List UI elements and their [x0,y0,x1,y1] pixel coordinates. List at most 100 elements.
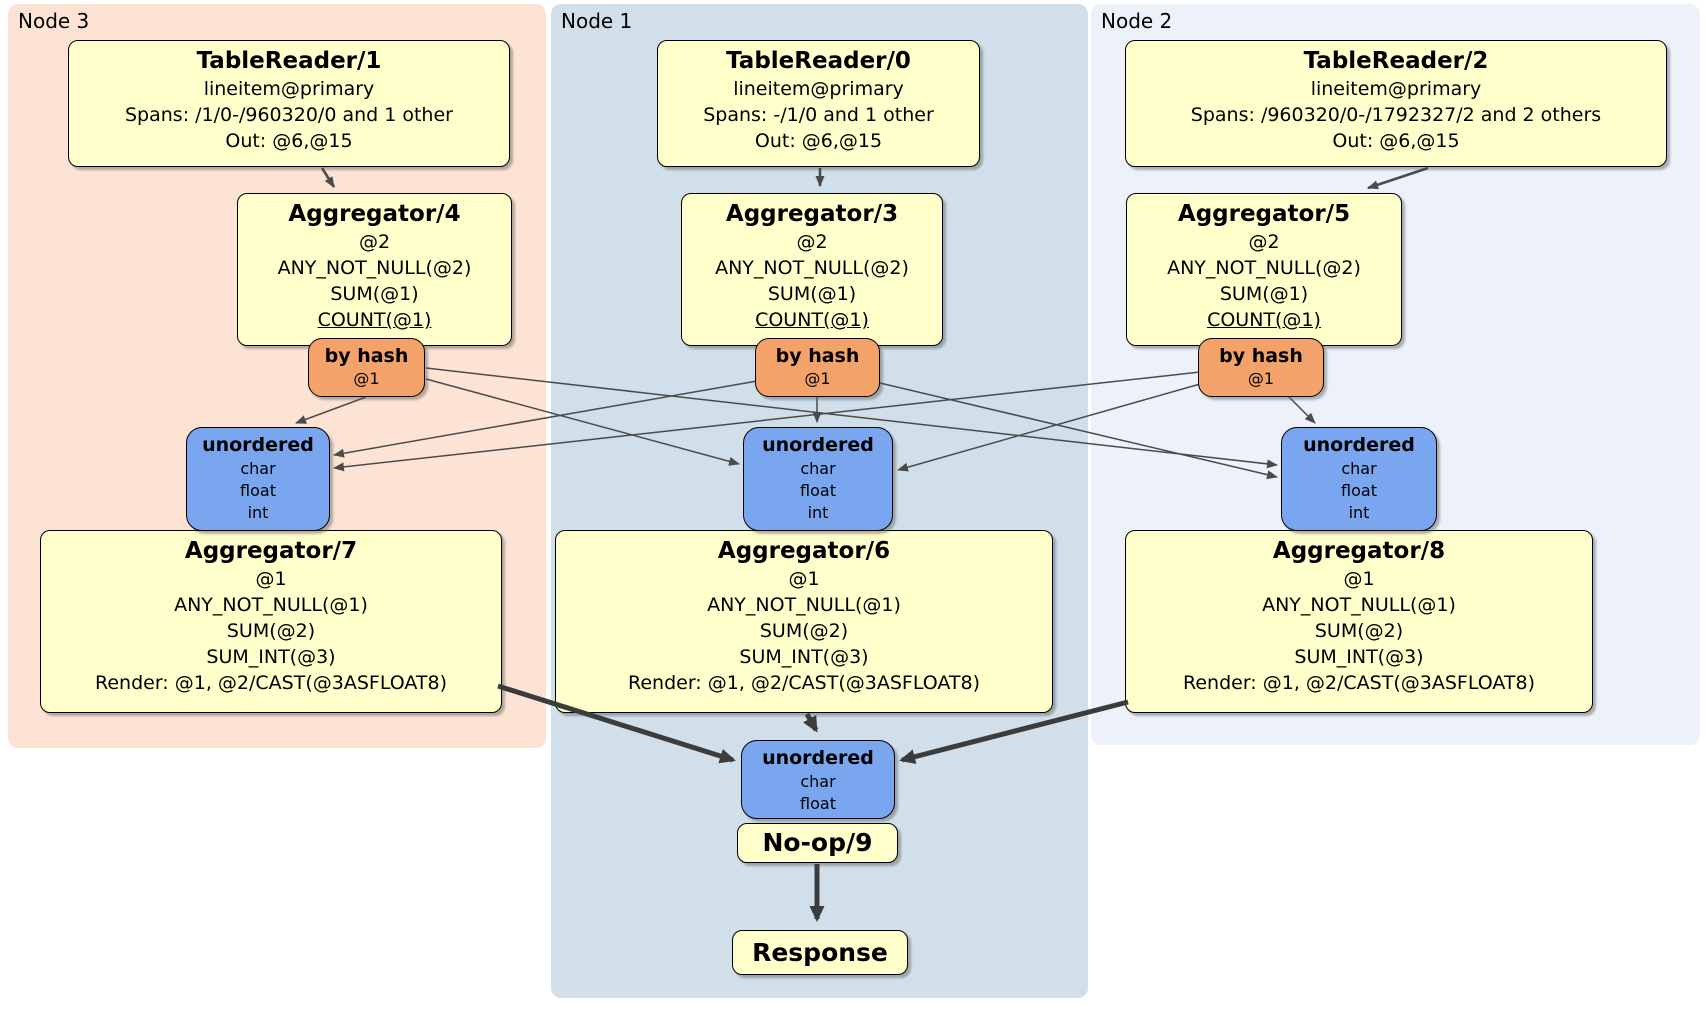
edge-tr2-agg5 [1367,166,1429,190]
node-detail: @1 [1343,568,1375,590]
edge-agg7-final [497,683,736,764]
node-detail: SUM(@1) [1219,283,1309,305]
edge-tr1-agg4 [320,167,336,188]
sync-title: unordered [202,434,314,456]
node-detail: SUM(@1) [767,283,857,305]
node-detail: Render: @1, @2/CAST(@3ASFLOAT8) [1183,672,1535,694]
router-detail: @1 [353,369,380,388]
sync-detail: char [800,772,836,791]
node-aggregator-8: Aggregator/8 @1 ANY_NOT_NULL(@1) SUM(@2)… [1125,530,1593,713]
node-aggregator-5: Aggregator/5 @2 ANY_NOT_NULL(@2) SUM(@1)… [1126,193,1402,346]
node-detail: lineitem@primary [203,78,375,100]
sync-detail: float [240,481,276,500]
router-by-hash-node1: by hash @1 [755,338,880,397]
node-title: Aggregator/4 [288,201,461,227]
node-detail: lineitem@primary [1310,78,1482,100]
node-title: No-op/9 [762,828,873,857]
sync-detail: float [800,481,836,500]
node-detail: SUM_INT(@3) [1294,646,1424,668]
router-detail: @1 [804,369,831,388]
node-detail: @1 [788,568,820,590]
node-aggregator-4: Aggregator/4 @2 ANY_NOT_NULL(@2) SUM(@1)… [237,193,512,346]
node-detail: SUM(@1) [330,283,419,305]
node-detail: ANY_NOT_NULL(@2) [715,257,909,279]
node-detail: SUM_INT(@3) [739,646,869,668]
panel-label-node-2: Node 2 [1101,9,1173,33]
node-detail: @2 [796,231,828,253]
panel-label-node-3: Node 3 [18,9,90,33]
node-title: TableReader/1 [196,48,382,74]
sync-unordered-final: unordered char float [741,740,895,819]
sync-detail: char [1341,459,1377,478]
node-detail: Spans: /1/0-/960320/0 and 1 other [125,104,453,126]
node-detail: Out: @6,@15 [1332,130,1460,152]
sync-detail: char [240,459,276,478]
sync-title: unordered [762,747,874,769]
edge-bh1-un3 [333,380,758,458]
sync-detail: int [1348,503,1370,522]
node-title: TableReader/2 [1303,48,1489,74]
edge-bh3-un3 [295,396,367,424]
node-title: Aggregator/8 [1272,538,1446,564]
node-detail: Render: @1, @2/CAST(@3ASFLOAT8) [628,672,980,694]
sync-unordered-node3: unordered char float int [186,427,330,531]
sync-title: unordered [1303,434,1415,456]
node-title: Aggregator/6 [717,538,891,564]
node-detail: ANY_NOT_NULL(@1) [707,594,901,616]
node-detail: Out: @6,@15 [225,130,353,152]
node-title: Aggregator/7 [184,538,358,564]
edge-bh2-un2 [1287,395,1316,424]
panel-label-node-1: Node 1 [561,9,633,33]
sync-detail: float [1341,481,1377,500]
node-tablereader-2: TableReader/2 lineitem@primary Spans: /9… [1125,40,1667,167]
sync-detail: float [800,794,836,813]
router-by-hash-node3: by hash @1 [308,338,425,397]
node-detail: COUNT(@1) [1207,309,1321,331]
node-detail: COUNT(@1) [755,309,869,331]
router-title: by hash [775,345,860,367]
edge-agg8-final [899,699,1129,765]
node-detail: SUM(@2) [759,620,849,642]
node-title: Aggregator/5 [1177,201,1351,227]
node-tablereader-1: TableReader/1 lineitem@primary Spans: /1… [68,40,510,167]
node-detail: lineitem@primary [733,78,904,100]
node-detail: SUM(@2) [226,620,316,642]
node-aggregator-7: Aggregator/7 @1 ANY_NOT_NULL(@1) SUM(@2)… [40,530,502,713]
node-detail: SUM(@2) [1314,620,1404,642]
node-detail: ANY_NOT_NULL(@1) [174,594,368,616]
node-detail: ANY_NOT_NULL(@2) [1167,257,1361,279]
edge-bh2-un1 [897,383,1201,472]
router-title: by hash [1219,345,1303,367]
sync-unordered-node1: unordered char float int [743,427,893,531]
sync-title: unordered [762,434,874,456]
node-detail: COUNT(@1) [317,309,432,331]
node-aggregator-6: Aggregator/6 @1 ANY_NOT_NULL(@1) SUM(@2)… [555,530,1053,713]
node-detail: SUM_INT(@3) [206,646,336,668]
router-detail: @1 [1247,369,1275,388]
edge-bh2-un3 [333,371,1201,472]
node-aggregator-3: Aggregator/3 @2 ANY_NOT_NULL(@2) SUM(@1)… [681,193,943,346]
node-detail: Out: @6,@15 [754,130,883,152]
sync-detail: int [247,503,269,522]
node-title: Aggregator/3 [725,201,899,227]
node-detail: ANY_NOT_NULL(@2) [277,257,472,279]
router-title: by hash [324,345,409,367]
node-title: TableReader/0 [726,48,911,74]
edge-agg6-final [803,712,819,733]
sync-detail: int [807,503,829,522]
node-detail: Spans: /960320/0-/1792327/2 and 2 others [1190,104,1602,126]
node-detail: Spans: -/1/0 and 1 other [703,104,934,126]
edge-bh3-un2 [425,367,1278,469]
edge-bh3-un1 [425,378,740,466]
router-by-hash-node2: by hash @1 [1198,338,1324,397]
node-detail: Render: @1, @2/CAST(@3ASFLOAT8) [95,672,447,694]
node-tablereader-0: TableReader/0 lineitem@primary Spans: -/… [657,40,980,167]
node-detail: @2 [358,231,391,253]
sync-detail: char [800,459,836,478]
node-detail: ANY_NOT_NULL(@1) [1262,594,1456,616]
node-response: Response [732,930,908,975]
node-detail: @2 [1248,231,1280,253]
node-noop-9: No-op/9 [737,823,898,863]
